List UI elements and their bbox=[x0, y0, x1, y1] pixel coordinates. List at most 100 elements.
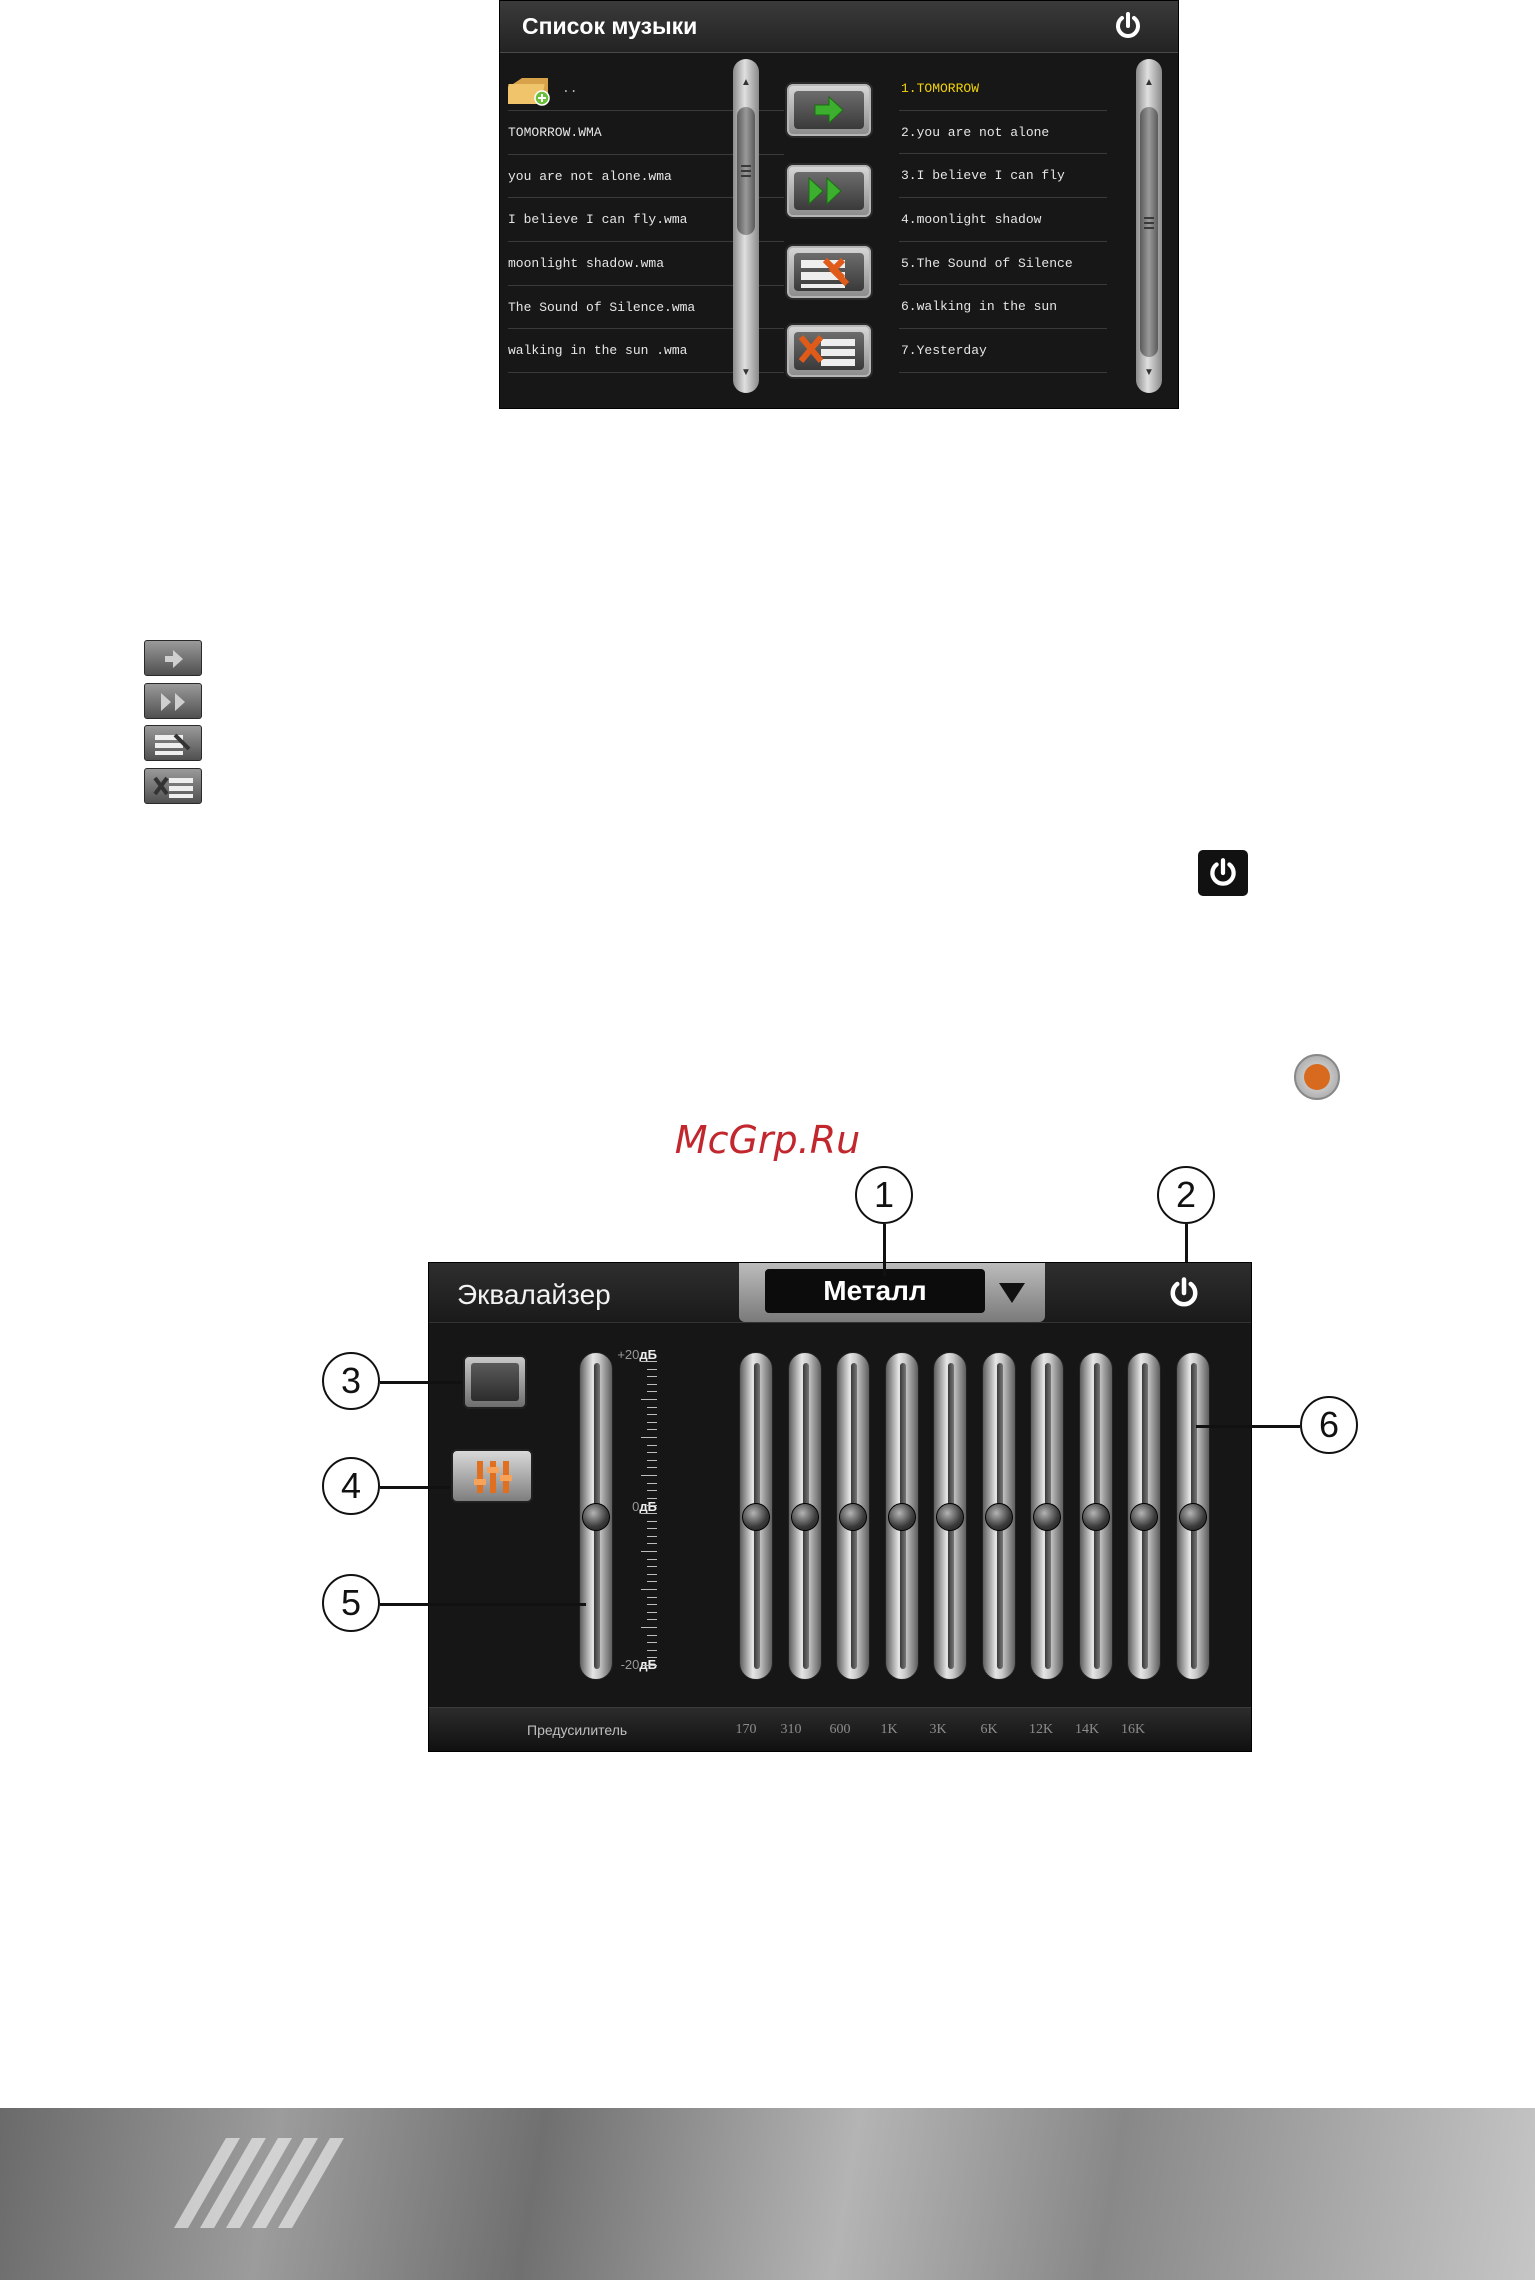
scale-tick bbox=[647, 1528, 657, 1530]
legend-add-all-icon bbox=[144, 683, 202, 719]
playlist-item[interactable]: 3.I believe I can fly bbox=[899, 154, 1107, 199]
playlist-item[interactable]: 5.The Sound of Silence bbox=[899, 242, 1107, 286]
file-item[interactable]: walking in the sun .wma bbox=[508, 329, 784, 374]
preamp-slider[interactable] bbox=[579, 1352, 613, 1680]
equalizer-mode-button[interactable] bbox=[451, 1449, 533, 1503]
band-slider-knob[interactable] bbox=[1081, 1503, 1110, 1531]
scale-tick bbox=[647, 1543, 657, 1545]
frequency-label: 12K bbox=[1028, 1722, 1054, 1737]
band-slider-knob[interactable] bbox=[1130, 1503, 1158, 1531]
band-slider-knob[interactable] bbox=[742, 1503, 770, 1531]
scale-tick bbox=[641, 1589, 657, 1590]
add-all-button[interactable] bbox=[785, 163, 873, 219]
playlist: 1.TOMORROW 2.you are not alone 3.I belie… bbox=[899, 67, 1107, 373]
scale-tick bbox=[647, 1444, 657, 1446]
add-one-button[interactable] bbox=[785, 82, 873, 138]
add-one-icon bbox=[814, 95, 844, 125]
remove-all-icon bbox=[798, 335, 855, 366]
remove-all-button[interactable] bbox=[785, 323, 873, 379]
scale-tick bbox=[641, 1361, 657, 1362]
scroll-thumb[interactable] bbox=[737, 107, 755, 235]
file-item[interactable]: moonlight shadow.wma bbox=[508, 242, 784, 286]
scale-tick bbox=[647, 1604, 657, 1606]
scroll-down-icon[interactable]: ▼ bbox=[1144, 367, 1154, 378]
band-slider-knob[interactable] bbox=[887, 1503, 916, 1531]
playlist-item[interactable]: 6.walking in the sun bbox=[899, 285, 1107, 330]
scale-tick bbox=[641, 1627, 657, 1628]
band-slider-knob[interactable] bbox=[839, 1503, 867, 1531]
scale-tick bbox=[647, 1376, 657, 1378]
scroll-down-icon[interactable]: ▼ bbox=[741, 367, 751, 378]
playlist-item[interactable]: 4.moonlight shadow bbox=[899, 198, 1107, 242]
scale-tick bbox=[647, 1459, 657, 1461]
preset-select[interactable]: Металл bbox=[739, 1263, 1045, 1322]
scale-tick bbox=[647, 1383, 657, 1385]
playlist-item[interactable]: 7.Yesterday bbox=[899, 329, 1107, 373]
frequency-label: 600 bbox=[829, 1722, 851, 1737]
band-slider[interactable] bbox=[1127, 1352, 1161, 1680]
band-slider[interactable] bbox=[884, 1352, 919, 1680]
file-item[interactable]: TOMORROW.WMA bbox=[508, 111, 784, 155]
file-list: .. TOMORROW.WMA you are not alone.wma I … bbox=[505, 67, 784, 374]
equalizer-title-bar: Эквалайзер Металл bbox=[429, 1263, 1251, 1323]
sliders-icon bbox=[474, 1461, 512, 1493]
scale-tick bbox=[641, 1513, 657, 1514]
scroll-up-icon[interactable]: ▲ bbox=[741, 77, 751, 88]
playlist-item[interactable]: 2.you are not alone bbox=[899, 111, 1107, 155]
band-slider-knob[interactable] bbox=[790, 1503, 819, 1531]
playlist-item[interactable]: 1.TOMORROW bbox=[899, 67, 1107, 111]
scale-tick bbox=[647, 1505, 657, 1507]
band-slider[interactable] bbox=[836, 1352, 870, 1680]
band-slider-knob[interactable] bbox=[936, 1503, 964, 1531]
callout-4: 4 bbox=[322, 1457, 380, 1515]
scroll-up-icon[interactable]: ▲ bbox=[1144, 77, 1154, 88]
band-slider-knob[interactable] bbox=[1033, 1503, 1061, 1531]
file-item[interactable]: you are not alone.wma bbox=[508, 155, 784, 199]
equalizer-screen: Эквалайзер Металл +20дБ 0дБ -20дБ Предус… bbox=[428, 1262, 1252, 1752]
band-slider[interactable] bbox=[739, 1352, 773, 1680]
frequency-label: 310 bbox=[780, 1722, 802, 1737]
power-icon[interactable] bbox=[1112, 10, 1144, 42]
legend-add-one-icon bbox=[144, 640, 202, 676]
scale-tick bbox=[647, 1634, 657, 1636]
scale-tick bbox=[647, 1391, 657, 1393]
scale-tick bbox=[647, 1642, 657, 1644]
band-slider[interactable] bbox=[787, 1352, 822, 1680]
scale-tick bbox=[641, 1437, 657, 1438]
band-slider[interactable] bbox=[1175, 1352, 1210, 1680]
scale-tick bbox=[647, 1406, 657, 1408]
band-slider[interactable] bbox=[933, 1352, 967, 1680]
band-slider-knob[interactable] bbox=[1178, 1503, 1207, 1531]
scroll-thumb[interactable] bbox=[1140, 107, 1158, 357]
legend-remove-all-icon bbox=[144, 768, 202, 804]
flat-reset-button[interactable] bbox=[463, 1355, 527, 1409]
decorative-footer-band bbox=[0, 2108, 1535, 2280]
scale-tick bbox=[647, 1535, 657, 1537]
remove-one-button[interactable] bbox=[785, 244, 873, 300]
file-list-scrollbar[interactable]: ▲ ▼ bbox=[733, 59, 759, 393]
frequency-label: 16K bbox=[1120, 1722, 1146, 1737]
scale-tick bbox=[647, 1368, 657, 1370]
playlist-scrollbar[interactable]: ▲ ▼ bbox=[1136, 59, 1162, 393]
scale-tick bbox=[641, 1551, 657, 1552]
scale-tick bbox=[647, 1452, 657, 1454]
folder-up-row[interactable]: .. bbox=[505, 67, 784, 111]
add-all-icon bbox=[808, 176, 842, 206]
remove-one-icon bbox=[801, 257, 850, 288]
file-item[interactable]: I believe I can fly.wma bbox=[508, 198, 784, 243]
music-list-screen: Список музыки .. TOMORROW.WMA you are no… bbox=[499, 0, 1179, 409]
band-slider[interactable] bbox=[981, 1352, 1016, 1680]
legend-remove-one-icon bbox=[144, 725, 202, 761]
frequency-label: 6K bbox=[980, 1722, 998, 1737]
preamp-slider-knob[interactable] bbox=[582, 1503, 610, 1531]
chevron-down-icon[interactable] bbox=[997, 1281, 1027, 1305]
folder-up-label: .. bbox=[562, 81, 578, 96]
band-slider[interactable] bbox=[1030, 1352, 1064, 1680]
scale-tick bbox=[647, 1649, 657, 1651]
file-item[interactable]: The Sound of Silence.wma bbox=[508, 286, 784, 330]
band-slider[interactable] bbox=[1078, 1352, 1113, 1680]
band-slider-knob[interactable] bbox=[984, 1503, 1013, 1531]
callout-3: 3 bbox=[322, 1352, 380, 1410]
power-icon[interactable] bbox=[1166, 1275, 1202, 1311]
